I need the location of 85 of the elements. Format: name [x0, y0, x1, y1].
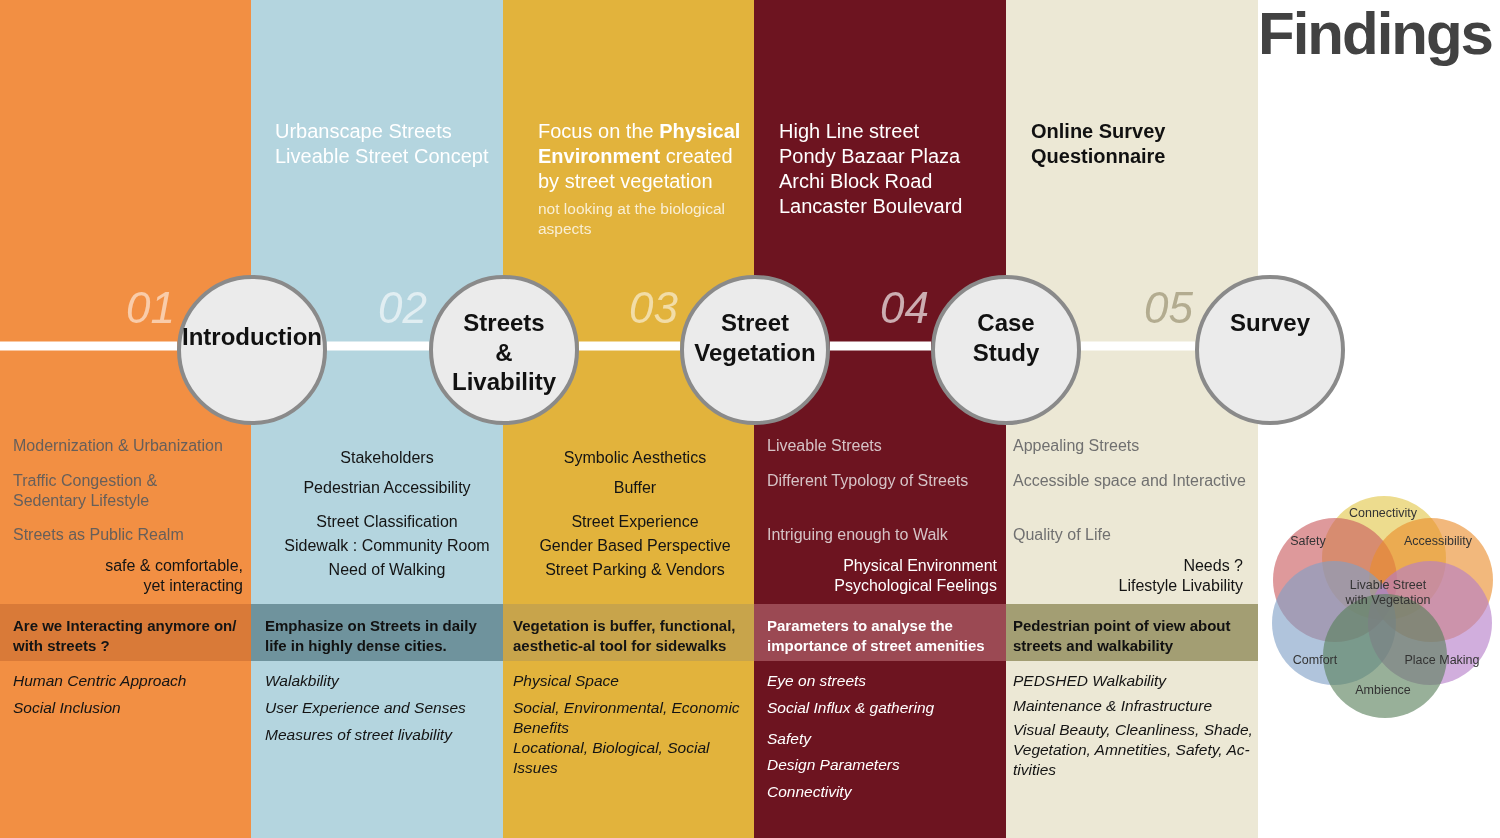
stage-title: Survey [1228, 308, 1312, 338]
key-question: Are we Interacting anymore on/ with streets ? [13, 616, 238, 656]
keyword-text: Social, Environmental, Economic Benefits [513, 698, 741, 738]
topic-text: Liveable Streets [767, 436, 883, 456]
topic-text: Modernization & Urbanization [13, 436, 224, 456]
stage-title: Streets & Livability [451, 308, 557, 397]
venn-label: Connectivity [1348, 505, 1418, 521]
keyword-text: Walakbility [265, 671, 341, 691]
topic-text: Appealing Streets [1013, 436, 1141, 456]
keyword-text: Connectivity [767, 782, 853, 802]
key-question: Vegetation is buffer, functional, aesthetic-al tool for sidewalks [513, 616, 737, 656]
keyword-text: User Experience and Senses [265, 698, 467, 718]
topic-text: Pedestrian Accessibility [302, 478, 472, 498]
question-band [503, 604, 754, 661]
topic-text: Quality of Life [1013, 525, 1112, 545]
topic-text: Symbolic Aesthetics [562, 448, 708, 468]
key-question: Emphasize on Streets in daily life in highly dense cities. [265, 616, 478, 656]
topic-text: Physical Environment [842, 556, 997, 576]
keyword-text: Physical Space [513, 671, 620, 691]
topic-text: Buffer [612, 478, 658, 498]
timeline-line [326, 341, 430, 351]
timeline-line [0, 341, 178, 351]
focus-text: Lancaster Boulevard [779, 194, 964, 219]
topic-text: Needs ? [1182, 556, 1243, 576]
focus-text: Pondy Bazaar Plaza [779, 144, 962, 169]
topic-text: Intriguing enough to Walk [767, 525, 949, 545]
focus-text: Online Survey Questionnaire [1031, 119, 1167, 169]
stage-number: 05 [1143, 284, 1193, 332]
stage-circle [177, 275, 327, 425]
topic-text: Accessible space and Interactive [1013, 471, 1247, 491]
focus-text: Archi Block Road [779, 169, 934, 194]
venn-label: Place Making [1404, 652, 1480, 668]
keyword-text: Locational, Biological, Social Issues [513, 738, 711, 778]
venn-label: Comfort [1292, 652, 1338, 668]
topic-text: safe & comfortable, yet interacting [104, 556, 243, 596]
key-question: Parameters to analyse the importance of street amenities [767, 616, 986, 656]
keyword-text: Measures of street livability [265, 725, 454, 745]
topic-text: Stakeholders [339, 448, 435, 468]
key-question: Pedestrian point of view about streets and walkability [1013, 616, 1232, 656]
topic-text: Street Experience [570, 512, 700, 532]
keyword-text: Social Influx & gathering [767, 698, 936, 718]
keyword-text: PEDSHED Walkability [1013, 671, 1168, 691]
stage-circle [931, 275, 1081, 425]
keyword-text: Human Centric Approach [13, 671, 188, 691]
topic-text: Gender Based Perspective [538, 536, 732, 556]
keyword-text: Safety [767, 729, 813, 749]
stage-circle [680, 275, 830, 425]
topic-text: Psychological Feelings [833, 576, 997, 596]
question-band [251, 604, 503, 661]
question-band [754, 604, 1006, 661]
stage-number: 04 [879, 284, 929, 332]
stage-circle [429, 275, 579, 425]
topic-text: Lifestyle Livability [1117, 576, 1243, 596]
stage-number: 03 [628, 284, 678, 332]
focus-text: Urbanscape Streets [275, 119, 453, 144]
topic-text: Street Classification [315, 512, 459, 532]
topic-text: Traffic Congestion & Sedentary Lifestyle [13, 471, 159, 511]
keyword-text: Social Inclusion [13, 698, 122, 718]
keyword-text: Visual Beauty, Cleanliness, Shade, Vegetation, Amnetities, Safety, Ac-tivities [1013, 720, 1254, 780]
question-band [0, 604, 251, 661]
focus-text: Focus on the Physical Environment created by street vegetation [538, 119, 742, 194]
topic-text: Streets as Public Realm [13, 525, 185, 545]
venn-label: Ambience [1355, 682, 1411, 698]
timeline-line [1080, 341, 1196, 351]
focus-text: High Line street [779, 119, 921, 144]
stage-number: 01 [125, 284, 175, 332]
topic-text: Different Typology of Streets [767, 471, 970, 491]
topic-text: Sidewalk : Community Room [283, 536, 491, 556]
stage-title: Case Study [971, 308, 1041, 367]
timeline-line [829, 341, 932, 351]
focus-text: Liveable Street Concept [275, 144, 490, 169]
keyword-text: Maintenance & Infrastructure [1013, 696, 1214, 716]
topic-text: Street Parking & Vendors [544, 560, 726, 580]
timeline-line [578, 341, 681, 351]
stage-circle [1195, 275, 1345, 425]
topic-text: Need of Walking [327, 560, 447, 580]
keyword-text: Eye on streets [767, 671, 868, 691]
page-title: Findings [1258, 0, 1492, 69]
stage-title: Introduction [181, 322, 323, 352]
keyword-text: Design Parameters [767, 755, 901, 775]
note-text: not looking at the biological aspects [538, 199, 726, 239]
venn-label: Safety [1290, 533, 1326, 549]
venn-label: Accessibility [1403, 533, 1473, 549]
question-band [1006, 604, 1258, 661]
stage-title: Street Vegetation [693, 308, 817, 367]
